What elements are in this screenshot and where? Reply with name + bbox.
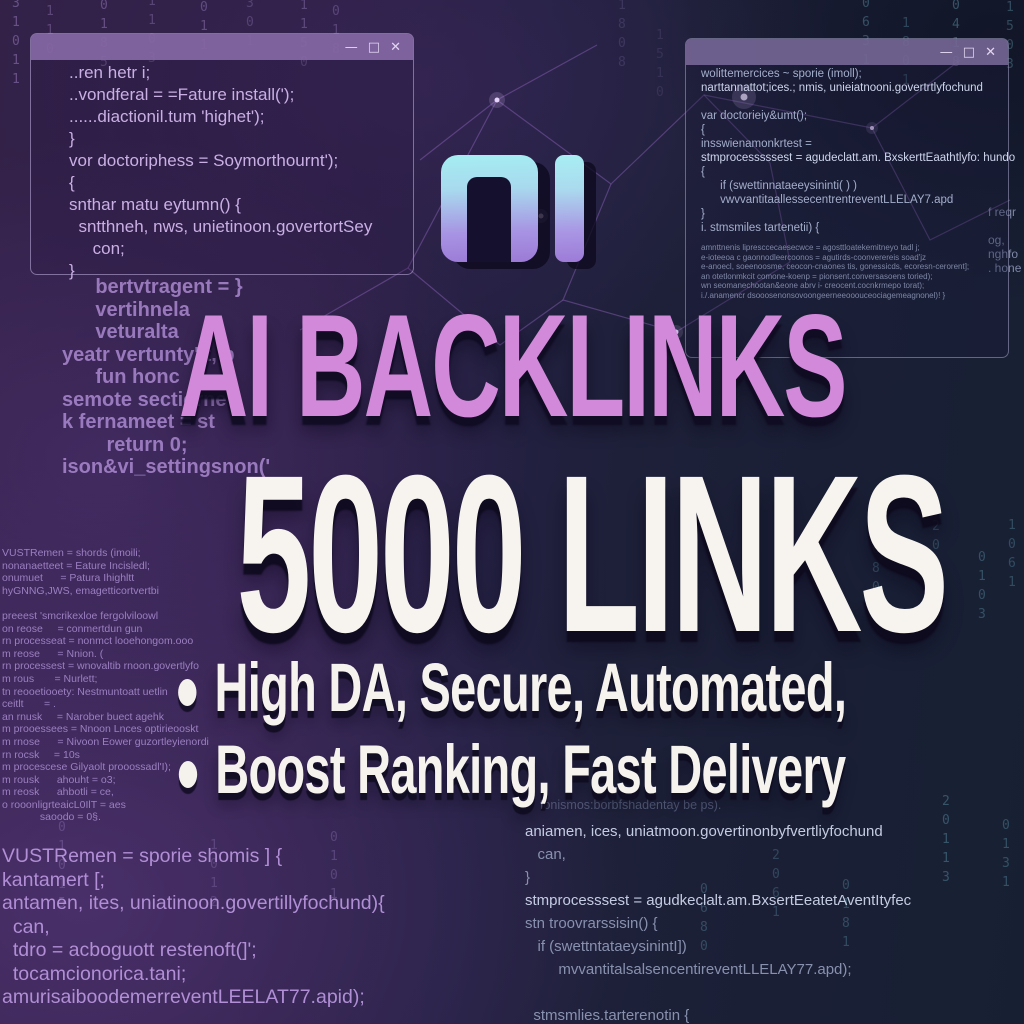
ai-logo-text: AI [441, 155, 442, 156]
code-content-right-small: amnttnenis lipresccecaesecwce = agosttlo… [701, 243, 970, 300]
window-titlebar: — □ ✕ [31, 34, 413, 60]
ai-logo: AI [441, 155, 584, 262]
minimize-icon[interactable]: — [344, 39, 358, 55]
headline-subtitle: 5000 LINKS [0, 442, 1024, 666]
bg-code-left-list: VUSTRemen = shords (imoili;nonanaetteet … [2, 547, 209, 824]
matrix-digits-column: 2 0 1 1 3 [942, 794, 950, 885]
window-titlebar: — □ ✕ [686, 39, 1008, 65]
matrix-digits-column: 0 1 0 3 [978, 550, 986, 622]
bullet-dot-icon [177, 678, 197, 706]
minimize-icon[interactable]: — [939, 44, 953, 60]
feature-item: High DA, Secure, Automated, [164, 646, 860, 728]
code-window-right: — □ ✕ wolittemercices ~ sporie (imoll);n… [685, 38, 1016, 358]
headline-title-text: AI BACKLINKS [178, 284, 848, 447]
code-content-left: ..ren hetr i;..vondferal = =Fature insta… [69, 63, 373, 280]
bg-code-bottom-right-faint: fonismos:borbfshadentay be ps). [540, 798, 722, 812]
feature-text: Boost Ranking, Fast Delivery [215, 730, 846, 808]
bg-code-bottom-right: aniamen, ices, uniatmoon.govertinonbyfve… [525, 823, 912, 1024]
headline-title: AI BACKLINKS [0, 293, 1024, 439]
feature-list: High DA, Secure, Automated, Boost Rankin… [0, 646, 1024, 810]
bg-code-bottom-left: VUSTRemen = sporie shomis ] {kantamert [… [2, 845, 385, 1008]
matrix-digits-column: 1 5 0 3 [1006, 0, 1014, 72]
matrix-digits-column: 1 0 1 2 [210, 838, 218, 910]
code-window-left: — □ ✕ ..ren hetr i;..vondferal = =Fature… [30, 33, 414, 280]
feature-text: High DA, Secure, Automated, [214, 648, 847, 726]
matrix-digits-column: 0 1 0 1 5 [58, 820, 66, 911]
matrix-digits-column: 1 8 0 8 [618, 0, 626, 70]
close-icon[interactable]: ✕ [985, 44, 996, 60]
ai-logo-letter-i [555, 155, 584, 262]
matrix-digits-column: 0 1 3 1 [1002, 818, 1010, 890]
bullet-dot-icon [178, 760, 197, 788]
maximize-icon[interactable]: □ [367, 39, 381, 55]
matrix-digits-column: 0 1 8 1 [842, 878, 850, 950]
close-icon[interactable]: ✕ [390, 39, 401, 55]
matrix-digits-column: 0 1 0 1 [330, 830, 338, 902]
ai-logo-letter-a-counter [467, 177, 511, 262]
matrix-digits-column: 1 5 1 0 [656, 28, 664, 100]
maximize-icon[interactable]: □ [962, 44, 976, 60]
matrix-digits-column: 0 6 8 0 [700, 882, 708, 954]
matrix-digits-column: 0 8 0 5 [872, 542, 880, 614]
matrix-digits-column: 3 1 0 1 1 [12, 0, 20, 87]
matrix-digits-column: 1 2 0 1 8 [932, 500, 940, 591]
matrix-digits-column: 1 0 6 1 [1008, 518, 1016, 590]
feature-item: Boost Ranking, Fast Delivery [164, 728, 860, 810]
headline-subtitle-text: 5000 LINKS [236, 429, 950, 679]
ai-logo-letter-a [441, 155, 538, 262]
code-content-right: wolittemercices ~ sporie (imoll);narttan… [701, 68, 1016, 234]
matrix-digits-column: 2 0 6 1 [772, 848, 780, 920]
